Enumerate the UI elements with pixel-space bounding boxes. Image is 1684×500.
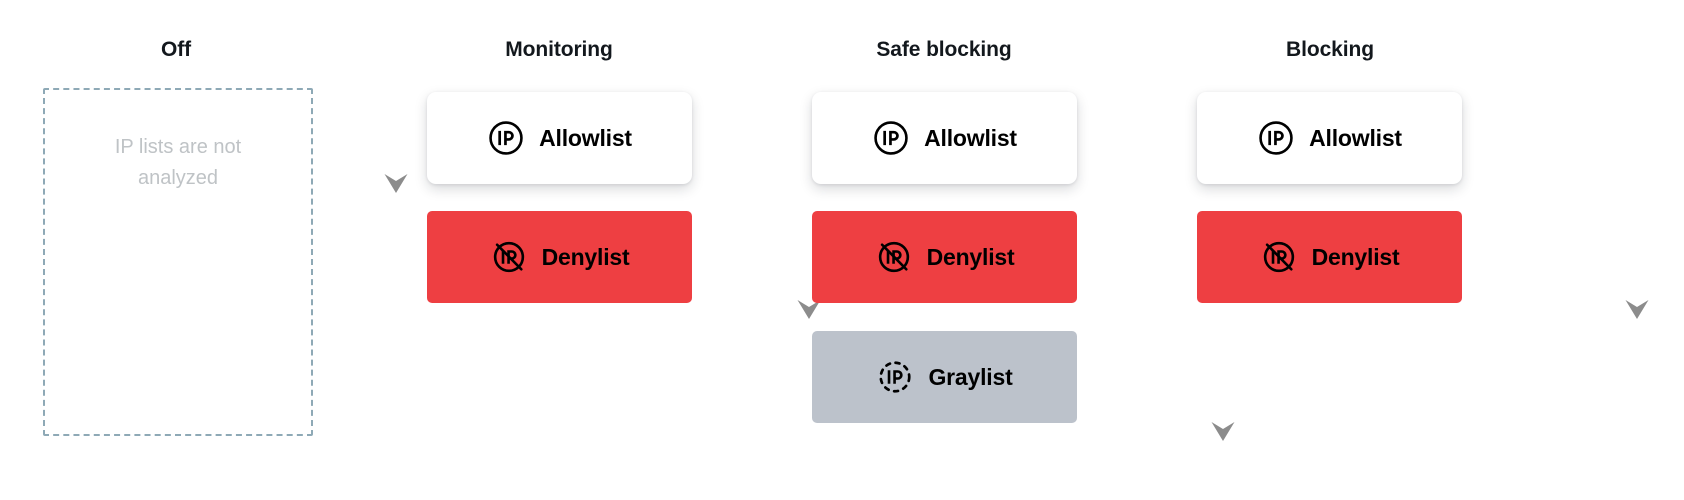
- ip-graylist-icon: [876, 358, 914, 396]
- column-title-monitoring: Monitoring: [505, 38, 613, 61]
- card-label: Denylist: [926, 243, 1015, 270]
- card-label: Denylist: [1311, 243, 1400, 270]
- arrow-after-blocking: [1622, 86, 1652, 326]
- card-allowlist-blocking[interactable]: Allowlist: [1197, 92, 1462, 184]
- ip-allowlist-icon: [487, 119, 525, 157]
- card-label: Denylist: [541, 243, 630, 270]
- card-graylist-safe-blocking[interactable]: Graylist: [812, 331, 1077, 423]
- ip-allowlist-icon: [872, 119, 910, 157]
- arrow-after-monitoring: [794, 86, 824, 326]
- card-label: Allowlist: [1309, 124, 1402, 151]
- card-label: Allowlist: [539, 124, 632, 151]
- column-title-safe-blocking: Safe blocking: [876, 38, 1012, 61]
- column-title-off: Off: [160, 38, 192, 61]
- card-denylist-monitoring[interactable]: Denylist: [427, 211, 692, 303]
- off-empty-placeholder: IP lists are not analyzed: [43, 88, 313, 436]
- card-denylist-blocking[interactable]: Denylist: [1197, 211, 1462, 303]
- ip-allowlist-icon: [1257, 119, 1295, 157]
- card-label: Graylist: [928, 363, 1013, 390]
- arrow-after-off: [381, 86, 411, 198]
- ip-denylist-icon: [1260, 238, 1298, 276]
- card-label: Allowlist: [924, 124, 1017, 151]
- card-allowlist-monitoring[interactable]: Allowlist: [427, 92, 692, 184]
- ip-denylist-icon: [490, 238, 528, 276]
- card-allowlist-safe-blocking[interactable]: Allowlist: [812, 92, 1077, 184]
- ip-denylist-icon: [875, 238, 913, 276]
- card-denylist-safe-blocking[interactable]: Denylist: [812, 211, 1077, 303]
- off-empty-placeholder-text: IP lists are not analyzed: [114, 136, 242, 189]
- column-title-blocking: Blocking: [1286, 38, 1374, 61]
